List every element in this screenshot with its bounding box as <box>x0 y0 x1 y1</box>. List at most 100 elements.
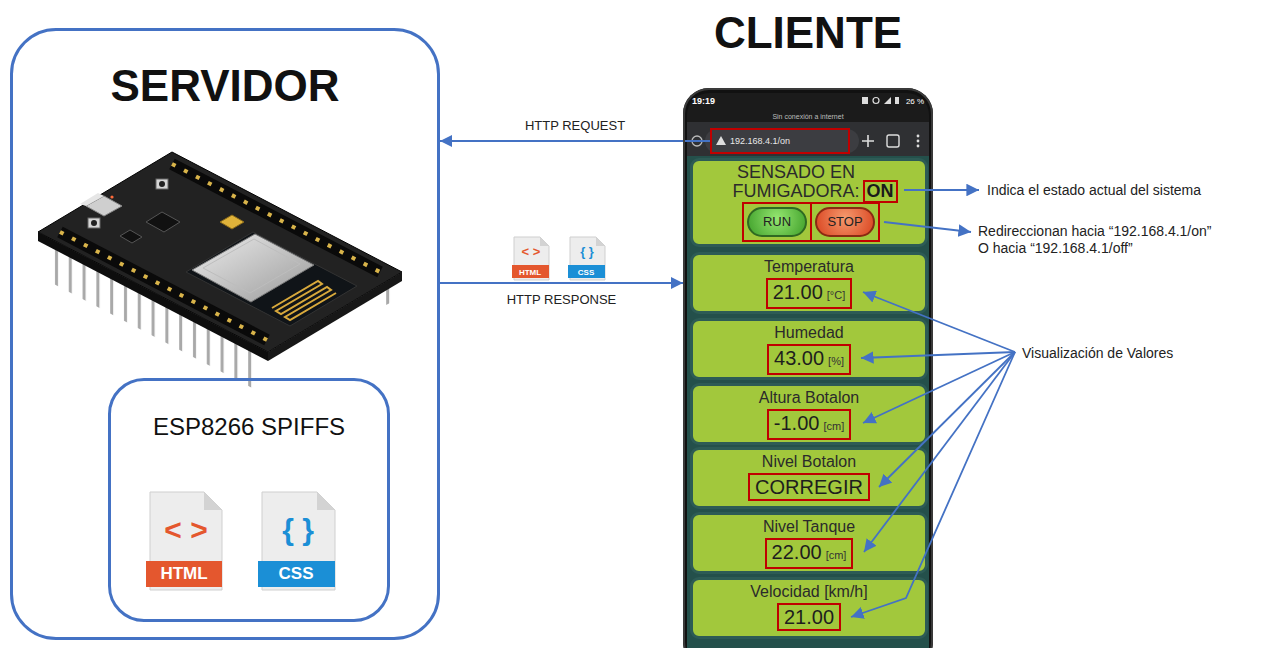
label-anchor: 26 % <box>906 97 924 106</box>
panel-heading: Humedad <box>693 323 925 342</box>
client-title: CLIENTE <box>685 8 931 58</box>
label-anchor: Visualización de Valores <box>1022 345 1173 361</box>
value-box: 21.00[°C] <box>766 278 853 309</box>
stop-button: STOP <box>810 202 880 242</box>
nodemcu-board <box>38 152 402 390</box>
phone-body <box>862 97 868 104</box>
phone-body <box>687 122 929 158</box>
panel-heading: Temperatura <box>693 257 925 276</box>
panel-heading: Nivel Botalon <box>693 452 925 471</box>
value-panel: Nivel Tanque 22.00[cm] <box>690 512 928 574</box>
value-text: 21.00 <box>773 280 823 304</box>
value-box: CORREGIR <box>748 473 870 501</box>
callout-note: Redireccionan hacia “192.168.4.1/on” O h… <box>978 223 1218 257</box>
icon-symbol: { } <box>282 513 314 547</box>
css-file-icon <box>568 265 605 278</box>
css-file-icon <box>258 492 335 590</box>
nodemcu-board <box>80 193 104 206</box>
edge-label-anchor: HTTP RESPONSE <box>507 292 617 307</box>
status-time: 19:19 <box>692 96 715 106</box>
label-anchor: < > <box>522 244 541 259</box>
css-file-icon <box>568 237 605 280</box>
value-panel: Nivel BotalonCORREGIR <box>690 447 928 509</box>
status-panel: SENSADO EN FUMIGADORA:ON RUN STOP <box>690 158 928 247</box>
icon-symbol: < > <box>164 513 207 547</box>
leader-lines <box>861 352 1015 358</box>
value-text: 22.00 <box>772 540 822 564</box>
label-anchor: HTML <box>519 267 541 276</box>
phone-client: CLIENTE192.168.4.1/onSENSADO EN FUMIGADO… <box>683 88 933 648</box>
server-title: SERVIDOR <box>13 61 437 111</box>
value-text: 21.00 <box>784 605 834 629</box>
phone-body <box>887 135 899 147</box>
nodemcu-board <box>88 218 100 228</box>
phone-body <box>917 145 920 148</box>
phone-body <box>687 93 929 648</box>
nodemcu-board <box>38 152 402 352</box>
panel-heading: Altura Botalon <box>693 388 925 407</box>
status-note: Sin conexión a internet <box>772 113 843 120</box>
button-text: STOP <box>815 207 875 237</box>
nodemcu-board <box>220 215 244 229</box>
label-anchor: 19:19 <box>692 96 715 106</box>
status-text: ON <box>867 182 894 201</box>
icon-symbol: < > <box>522 244 541 259</box>
phone-body <box>683 88 933 648</box>
icon-symbol: { } <box>580 244 594 259</box>
leader-lines <box>863 292 1015 352</box>
nodemcu-board <box>192 234 314 302</box>
leader-lines <box>863 352 1015 423</box>
phone-body <box>687 156 929 648</box>
value-text: [cm] <box>826 543 847 567</box>
phone-body <box>895 97 899 104</box>
status-battery: 26 % <box>906 97 924 106</box>
value-panel: Humedad 43.00[%] <box>690 318 928 380</box>
label-anchor: CSS <box>578 267 594 276</box>
nodemcu-board <box>186 232 357 326</box>
icon-label: CSS <box>578 267 594 276</box>
value-box: 21.00 <box>777 603 841 631</box>
phone-body <box>917 135 920 138</box>
value-box: 22.00[cm] <box>765 538 854 569</box>
phone-body <box>884 97 891 104</box>
value-box: 43.00[%] <box>767 344 851 375</box>
value-panel: Velocidad [km/h] 21.00 <box>690 577 928 639</box>
nodemcu-board <box>110 195 113 198</box>
phone-body <box>862 135 874 147</box>
phone-body <box>705 129 859 153</box>
status-value: ON <box>863 180 898 203</box>
nodemcu-board <box>272 281 336 320</box>
value-text: 43.00 <box>774 346 824 370</box>
http-arrow <box>440 282 683 284</box>
button-text: RUN <box>747 207 807 237</box>
nodemcu-board <box>156 179 168 189</box>
leader-lines <box>904 189 979 191</box>
html-file-icon <box>512 265 549 278</box>
run-button: RUN <box>742 202 812 242</box>
icon-label: CSS <box>279 564 314 584</box>
html-file-icon <box>204 492 222 510</box>
panel-heading: Nivel Tanque <box>693 517 925 536</box>
leader-lines <box>884 222 971 232</box>
http-arrow <box>440 140 710 142</box>
leader-lines <box>879 352 1015 487</box>
spiffs-title: ESP8266 SPIFFS <box>111 413 387 441</box>
label-anchor: Sin conexión a internet <box>772 113 843 120</box>
label-anchor: { } <box>580 244 594 259</box>
label-anchor: < > <box>164 513 207 547</box>
panel-heading: Velocidad [km/h] <box>693 582 925 601</box>
edge-label: HTTP REQUEST <box>525 118 625 133</box>
value-panel: Altura Botalon -1.00[cm] <box>690 383 928 445</box>
nodemcu-board <box>203 239 300 293</box>
value-text: CORREGIR <box>755 475 863 499</box>
nodemcu-board <box>159 181 165 187</box>
label-anchor: CSS <box>279 564 314 584</box>
callout-note: Visualización de Valores <box>1022 345 1173 361</box>
phone-body <box>873 98 879 104</box>
phone-body <box>716 136 726 145</box>
value-box: -1.00[cm] <box>767 409 851 440</box>
leader-lines <box>851 352 1015 617</box>
status-heading: SENSADO EN FUMIGADORA: <box>726 163 866 201</box>
phone-body <box>917 140 920 143</box>
edge-label-anchor: HTTP REQUEST <box>525 118 625 133</box>
